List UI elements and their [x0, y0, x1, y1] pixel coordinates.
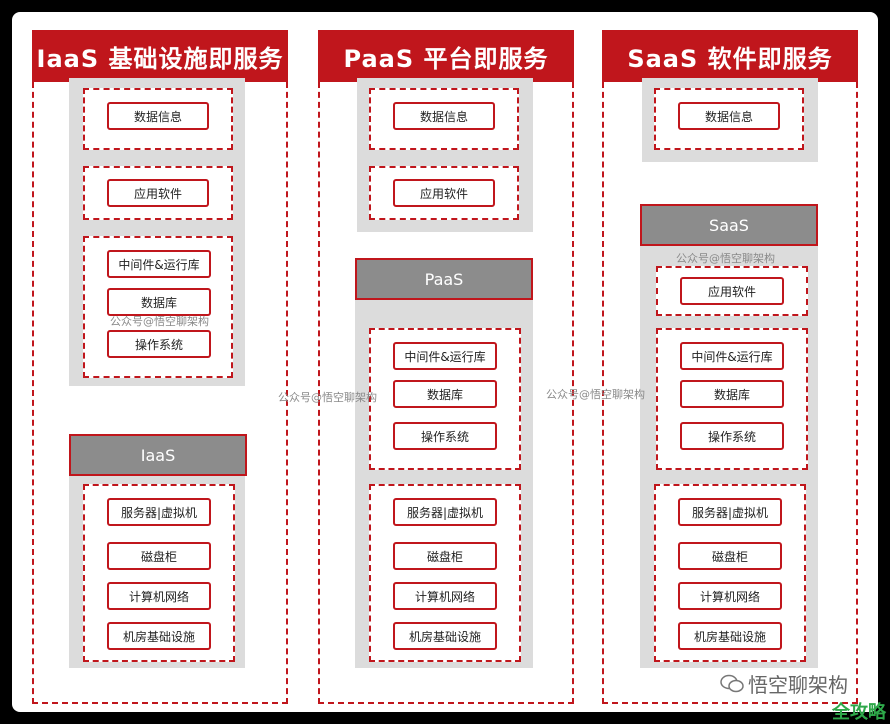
iaas-data-group: 数据信息 — [83, 88, 233, 150]
wechat-icon — [720, 674, 744, 692]
iaas-infra-group: 服务器|虚拟机 磁盘柜 计算机网络 机房基础设施 — [83, 484, 235, 662]
os-box: 操作系统 — [107, 330, 211, 358]
paas-data-group: 数据信息 — [369, 88, 519, 150]
data-info-box: 数据信息 — [678, 102, 780, 130]
network-box: 计算机网络 — [393, 582, 497, 610]
disk-cabinet-box: 磁盘柜 — [678, 542, 782, 570]
paas-column-header: PaaS 平台即服务 — [318, 30, 574, 82]
iaas-column-frame — [32, 82, 288, 704]
watermark-text: 公众号@悟空聊架构 — [676, 252, 775, 265]
os-box: 操作系统 — [680, 422, 784, 450]
disk-cabinet-box: 磁盘柜 — [393, 542, 497, 570]
app-software-box: 应用软件 — [107, 179, 209, 207]
brand-text: 悟空聊架构 — [748, 673, 848, 697]
middleware-box: 中间件&运行库 — [107, 250, 211, 278]
saas-layer-bar: SaaS — [640, 204, 818, 246]
network-box: 计算机网络 — [107, 582, 211, 610]
watermark-text: 公众号@悟空聊架构 — [546, 388, 645, 401]
server-vm-box: 服务器|虚拟机 — [393, 498, 497, 526]
iaas-column-header: IaaS 基础设施即服务 — [32, 30, 288, 82]
server-vm-box: 服务器|虚拟机 — [678, 498, 782, 526]
middleware-box: 中间件&运行库 — [680, 342, 784, 370]
iaas-layer-bar: IaaS — [69, 434, 247, 476]
watermark-text: 公众号@悟空聊架构 — [110, 315, 209, 328]
database-box: 数据库 — [680, 380, 784, 408]
paas-infra-group: 服务器|虚拟机 磁盘柜 计算机网络 机房基础设施 — [369, 484, 521, 662]
saas-data-group: 数据信息 — [654, 88, 804, 150]
database-box: 数据库 — [393, 380, 497, 408]
app-software-box: 应用软件 — [680, 277, 784, 305]
saas-infra-group: 服务器|虚拟机 磁盘柜 计算机网络 机房基础设施 — [654, 484, 806, 662]
datacenter-box: 机房基础设施 — [678, 622, 782, 650]
paas-app-group: 应用软件 — [369, 166, 519, 220]
saas-column-frame — [602, 82, 858, 704]
saas-runtime-group: 中间件&运行库 数据库 操作系统 — [656, 328, 808, 470]
database-box: 数据库 — [107, 288, 211, 316]
iaas-app-group: 应用软件 — [83, 166, 233, 220]
paas-runtime-group: 中间件&运行库 数据库 操作系统 — [369, 328, 521, 470]
network-box: 计算机网络 — [678, 582, 782, 610]
middleware-box: 中间件&运行库 — [393, 342, 497, 370]
disk-cabinet-box: 磁盘柜 — [107, 542, 211, 570]
corner-badge: 全攻略 — [832, 702, 886, 723]
watermark-text: 公众号@悟空聊架构 — [278, 391, 377, 404]
paas-layer-bar: PaaS — [355, 258, 533, 300]
datacenter-box: 机房基础设施 — [107, 622, 211, 650]
data-info-box: 数据信息 — [107, 102, 209, 130]
saas-app-group: 应用软件 — [656, 266, 808, 316]
datacenter-box: 机房基础设施 — [393, 622, 497, 650]
brand-mark: 悟空聊架构 — [720, 669, 848, 698]
saas-column-header: SaaS 软件即服务 — [602, 30, 858, 82]
data-info-box: 数据信息 — [393, 102, 495, 130]
iaas-runtime-group: 中间件&运行库 数据库 操作系统 — [83, 236, 233, 378]
server-vm-box: 服务器|虚拟机 — [107, 498, 211, 526]
paas-column-frame — [318, 82, 574, 704]
app-software-box: 应用软件 — [393, 179, 495, 207]
os-box: 操作系统 — [393, 422, 497, 450]
diagram-canvas: IaaS 基础设施即服务 数据信息 应用软件 中间件&运行库 数据库 操作系统 … — [12, 12, 878, 712]
